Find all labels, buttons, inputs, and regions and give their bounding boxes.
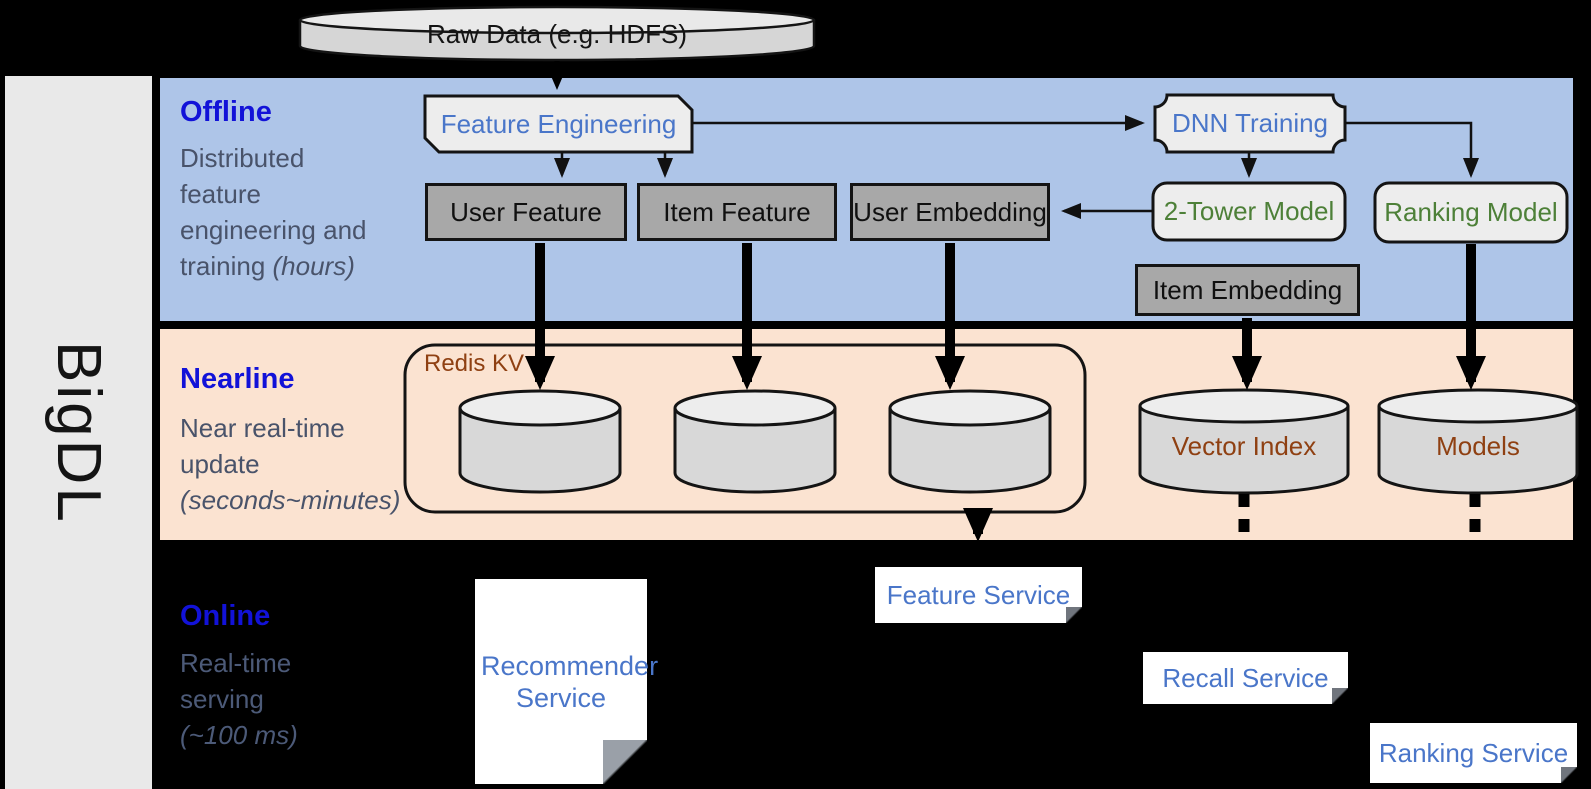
raw-data-label: Raw Data (e.g. HDFS) — [426, 18, 688, 49]
nearline-subtitle: Near real-time update (seconds~minutes) — [180, 410, 400, 518]
two-tower-model-label: 2-Tower Model — [1163, 196, 1335, 226]
folded-corner-icon — [1561, 767, 1577, 783]
vector-index-label: Vector Index — [1171, 430, 1317, 461]
user-embedding-box: User Embedding — [850, 183, 1050, 241]
online-heading: Online — [180, 600, 271, 632]
recommender-service-label: Recommender Service — [481, 650, 659, 713]
item-feature-label: Item Feature — [663, 196, 811, 227]
user-feature-box: User Feature — [425, 183, 627, 241]
feature-engineering-label: Feature Engineering — [440, 108, 677, 139]
offline-subtitle: Distributed feature engineering and trai… — [180, 140, 367, 284]
online-subtitle-line: (~100 ms) — [180, 720, 298, 750]
item-embedding-box: Item Embedding — [1135, 264, 1360, 316]
dnn-training-label: DNN Training — [1171, 108, 1329, 138]
item-embedding-label: Item Embedding — [1152, 274, 1343, 305]
online-subtitle-line: Real-time — [180, 648, 292, 678]
ranking-service-doc: Ranking Service — [1370, 723, 1577, 783]
offline-subtitle-line: Distributed — [180, 143, 305, 173]
folded-corner-icon — [603, 740, 647, 784]
recall-service-doc: Recall Service — [1143, 652, 1348, 704]
offline-subtitle-line: engineering and — [180, 215, 367, 245]
feature-service-label: Feature Service — [886, 580, 1071, 610]
offline-subtitle-line: feature — [180, 179, 261, 209]
ranking-service-label: Ranking Service — [1378, 738, 1569, 768]
nearline-subtitle-line: (seconds~minutes) — [180, 485, 401, 515]
folded-corner-icon — [1066, 607, 1082, 623]
item-feature-box: Item Feature — [637, 183, 837, 241]
recall-service-label: Recall Service — [1162, 663, 1329, 693]
folded-corner-icon — [1332, 688, 1348, 704]
nearline-subtitle-line: update — [180, 449, 260, 479]
ranking-model-label: Ranking Model — [1384, 197, 1558, 227]
feature-service-doc: Feature Service — [875, 567, 1082, 623]
user-embedding-label: User Embedding — [853, 196, 1047, 227]
brand-name: BigDL — [44, 340, 113, 525]
offline-subtitle-line: training (hours) — [180, 251, 355, 281]
nearline-subtitle-line: Near real-time — [180, 413, 345, 443]
online-subtitle-line: serving — [180, 684, 264, 714]
redis-kv-label: Redis KV — [424, 350, 525, 377]
models-label: Models — [1436, 430, 1520, 461]
user-feature-label: User Feature — [450, 196, 602, 227]
brand-bar: BigDL — [5, 76, 152, 789]
offline-heading: Offline — [180, 96, 272, 128]
recommender-service-doc: Recommender Service — [475, 579, 659, 784]
nearline-heading: Nearline — [180, 363, 295, 395]
online-subtitle: Real-time serving (~100 ms) — [180, 645, 298, 753]
